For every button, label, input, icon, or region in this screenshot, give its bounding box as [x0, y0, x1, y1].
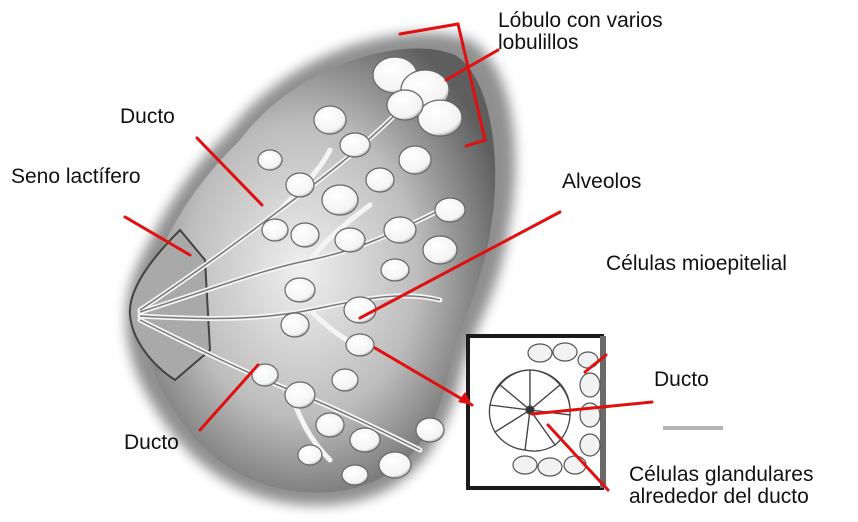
label-lobulo-line2: lobulillos — [498, 32, 663, 54]
label-celulas-glandulares: Células glandulares alrededor del ducto — [629, 464, 813, 508]
label-lobulo: Lóbulo con varios lobulillos — [498, 10, 663, 54]
label-alveolos: Alveolos — [562, 171, 641, 193]
label-ducto-bottom: Ducto — [124, 432, 179, 454]
label-celulas-line1: Células glandulares — [629, 464, 813, 486]
label-lobulo-line1: Lóbulo con varios — [498, 10, 663, 32]
label-seno-lactifero: Seno lactífero — [11, 166, 141, 188]
label-celulas-line2: alrededor del ducto — [629, 486, 813, 508]
grey-dash — [663, 426, 723, 430]
label-ducto-top: Ducto — [120, 106, 175, 128]
label-ducto-inset: Ducto — [654, 369, 709, 391]
label-celulas-mioepitelial: Células mioepitelial — [606, 253, 787, 275]
